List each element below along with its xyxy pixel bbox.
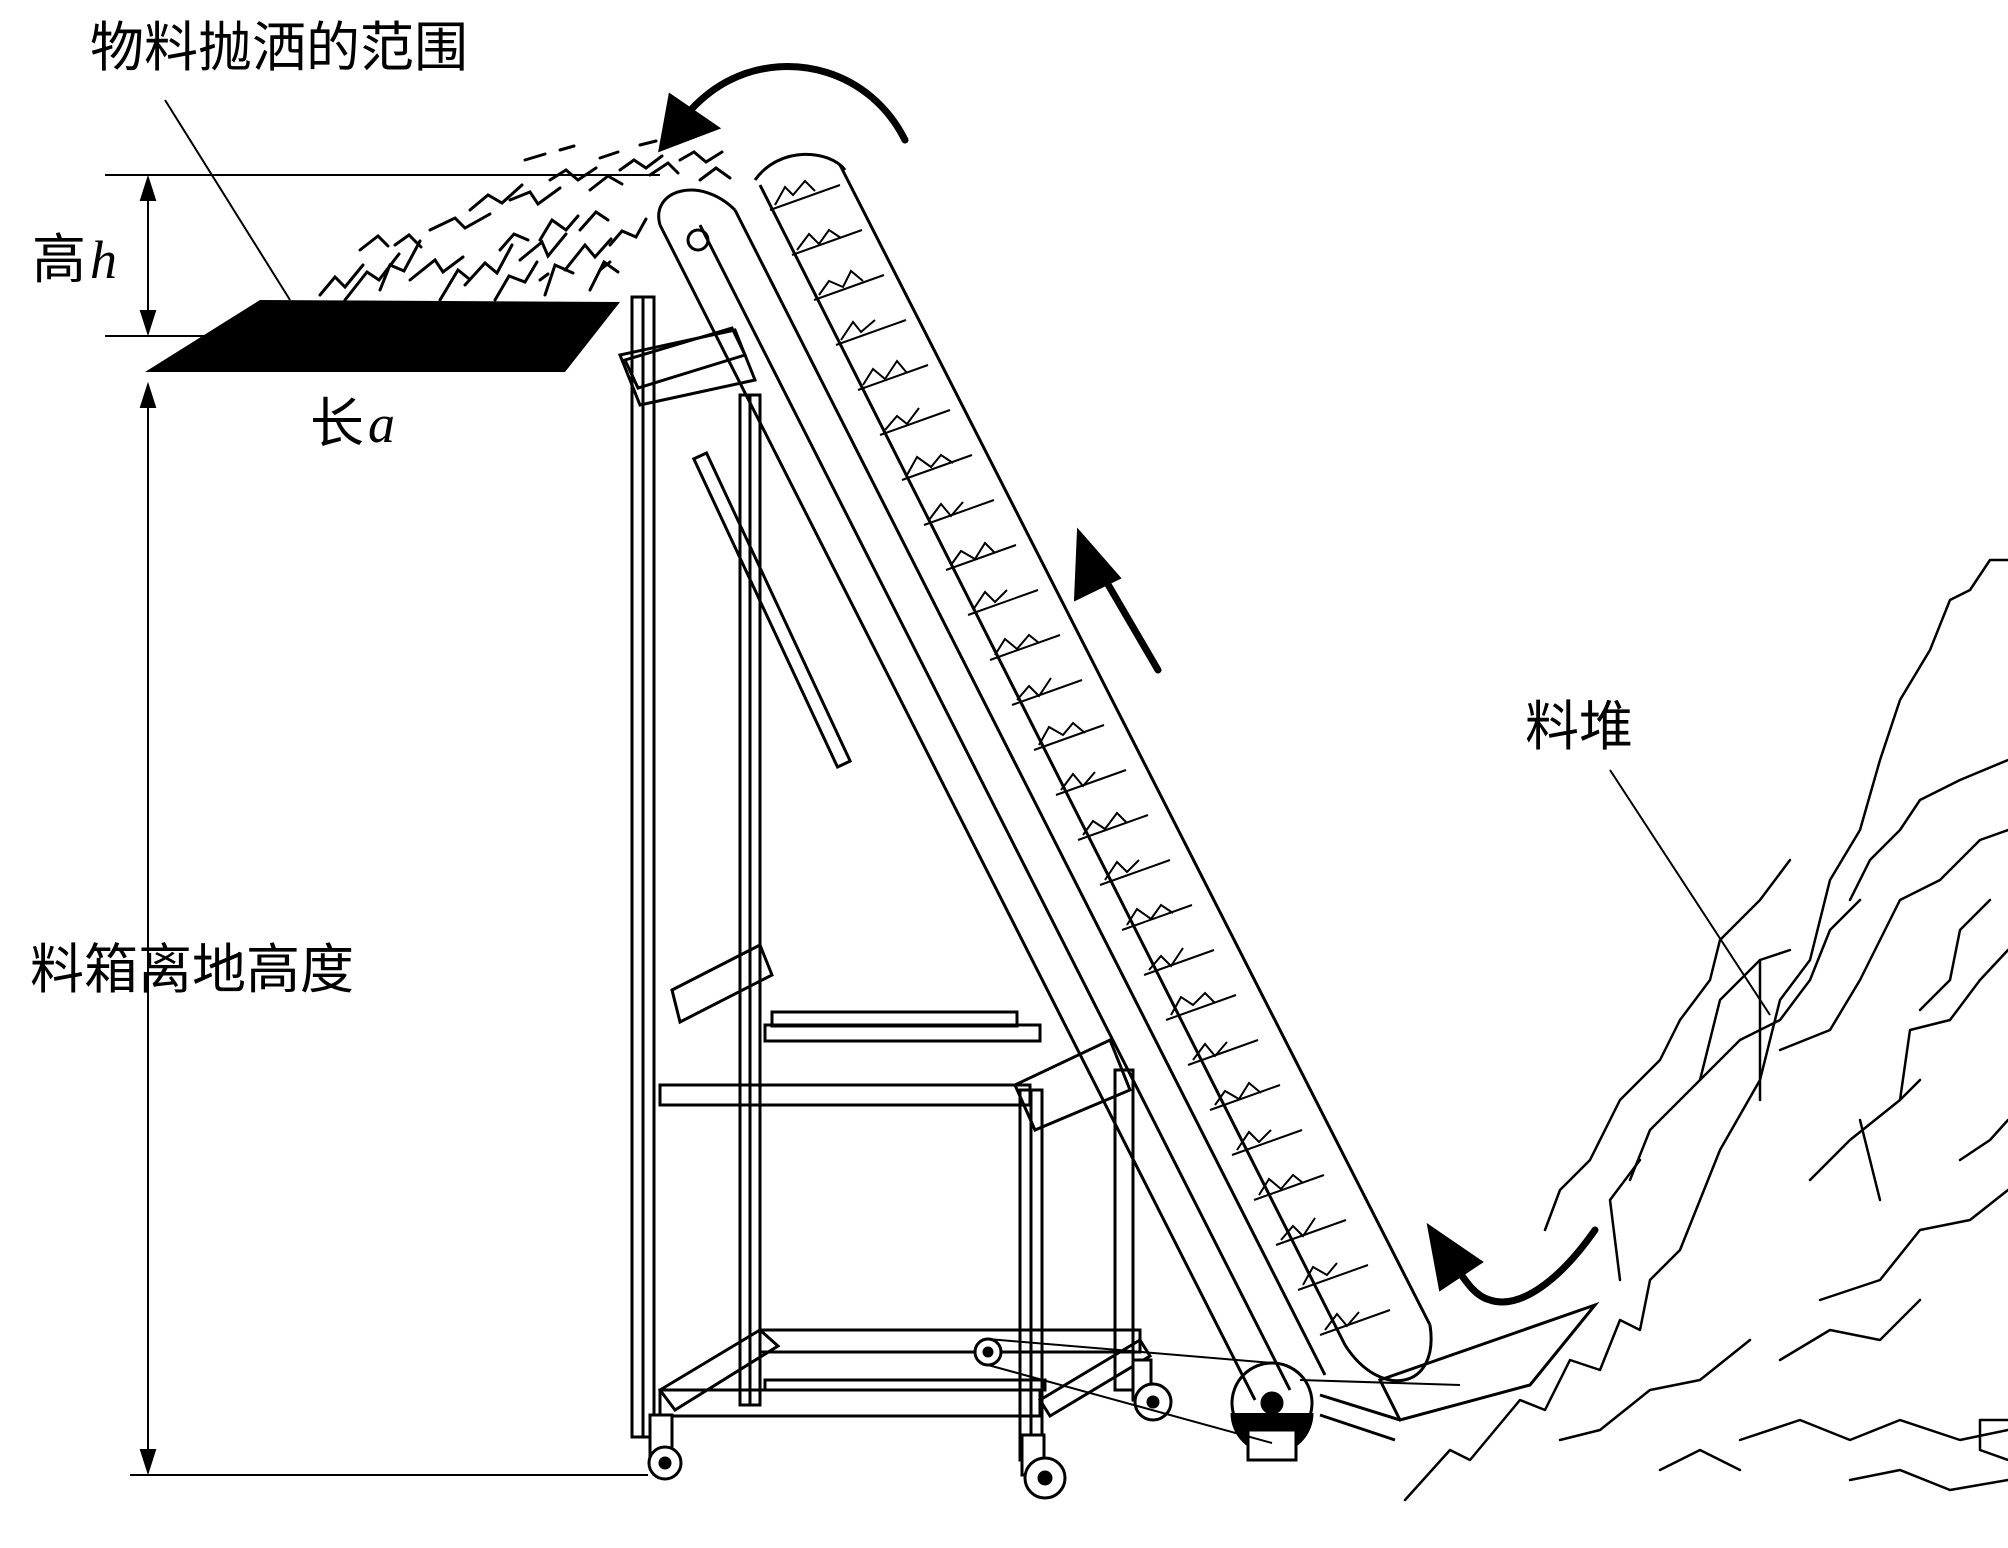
feed-direction-arrow xyxy=(1426,1222,1599,1306)
leader-scatter-range xyxy=(164,99,291,301)
belt-material xyxy=(774,179,1360,1331)
leader-material-pile xyxy=(1609,769,1771,1016)
caster-rear xyxy=(1131,1358,1173,1422)
dimension-height-h xyxy=(105,174,660,337)
conveyor-cleats xyxy=(769,184,1391,1336)
dimension-bin-height xyxy=(130,381,648,1476)
bin-top-surface xyxy=(145,300,620,372)
material-pile xyxy=(1403,558,2008,1502)
drive-belt xyxy=(987,1338,1461,1444)
label-material-pile: 料堆 xyxy=(1525,695,1633,758)
label-scatter-range: 物料抛洒的范围 xyxy=(90,16,468,79)
support-frame xyxy=(617,295,1153,1462)
conveyor xyxy=(657,152,1600,1442)
label-height-h: 高h xyxy=(32,228,117,291)
label-length-a: 长a xyxy=(310,392,395,455)
drive-wheel xyxy=(1230,1361,1314,1462)
caster-front xyxy=(1020,1433,1067,1500)
scattered-material xyxy=(318,134,732,302)
caster-left xyxy=(647,1413,683,1481)
belt-direction-arrow xyxy=(1073,527,1162,674)
label-bin-height: 料箱离地高度 xyxy=(30,938,354,1001)
return-arrow xyxy=(658,63,909,153)
small-pulley xyxy=(973,1337,1003,1367)
casters xyxy=(647,1337,1314,1500)
